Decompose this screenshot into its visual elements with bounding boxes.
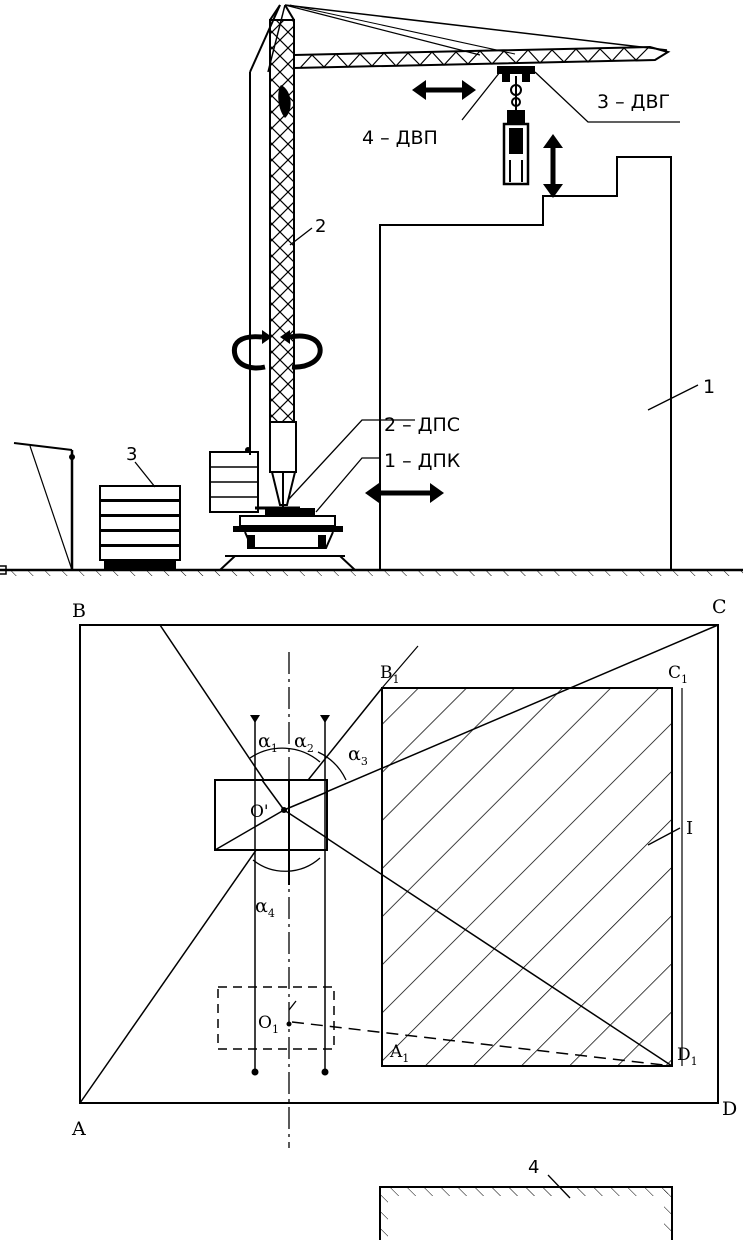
stack-number-label: 3	[126, 444, 137, 465]
travel-drive-label: 1 – ДПК	[384, 450, 461, 472]
crane-base	[219, 508, 356, 571]
left-light-post	[0, 442, 75, 575]
corner-c1-label: C1	[668, 663, 688, 686]
corner-d1-label: D1	[677, 1045, 698, 1068]
building-number-label: 1	[703, 376, 715, 398]
alpha1-label: α1	[258, 730, 278, 755]
building-outline	[379, 156, 672, 570]
trolley-hook-load	[497, 66, 535, 186]
corner-b-label: B	[72, 600, 86, 622]
drive-labels: 4 – ДВП 3 – ДВГ 2 – ДПС 1 – ДПК 1	[287, 71, 715, 513]
center-o1-label: O1	[258, 1013, 279, 1036]
crane-travel-arrow	[365, 483, 444, 503]
crane-rails	[250, 652, 330, 1148]
corner-d-label: D	[722, 1098, 737, 1120]
tower-mast: 2	[249, 4, 326, 510]
center-o-prime-label: O'	[250, 802, 269, 822]
alpha4-label: α4	[255, 895, 275, 920]
crane-base-plan	[214, 779, 328, 885]
plan-view: A B C D B1 C1 A1 D1 O' O1 α1 α2 α3 α4 I …	[71, 596, 737, 1240]
corner-c-label: C	[712, 596, 727, 618]
outer-area-abcd	[79, 624, 719, 1104]
bottom-structure-label: 4	[528, 1157, 539, 1178]
trolley-drive-label: 4 – ДВП	[362, 127, 438, 149]
angle-arcs	[249, 747, 347, 872]
slewing-arrows	[231, 330, 323, 371]
alpha2-label: α2	[294, 730, 314, 755]
panel-stack: 3	[99, 444, 181, 569]
tower-number-label: 2	[315, 216, 326, 237]
ground-line	[0, 568, 743, 576]
slew-lines	[79, 624, 719, 1104]
trolley-travel-arrow	[412, 80, 476, 100]
crane-base-plan-o1	[217, 986, 335, 1050]
slewing-drive-label: 2 – ДПС	[384, 414, 460, 436]
corner-a1-label: A1	[389, 1042, 409, 1065]
plan-labels: A B C D B1 C1 A1 D1 O' O1 α1 α2 α3 α4 I	[71, 596, 737, 1140]
lifting-drive-label: 3 – ДВГ	[597, 91, 670, 113]
alpha3-label: α3	[348, 743, 368, 768]
corner-a-label: A	[71, 1118, 86, 1140]
bottom-structure: 4	[379, 1157, 673, 1240]
hoist-arrow	[543, 134, 563, 198]
hatched-zone-label: I	[686, 818, 693, 839]
counterweight	[209, 447, 259, 513]
hatched-zone	[381, 687, 683, 1067]
crane-jib	[284, 4, 671, 70]
crane-elevation: 3	[0, 4, 743, 576]
corner-b1-label: B1	[380, 663, 400, 686]
